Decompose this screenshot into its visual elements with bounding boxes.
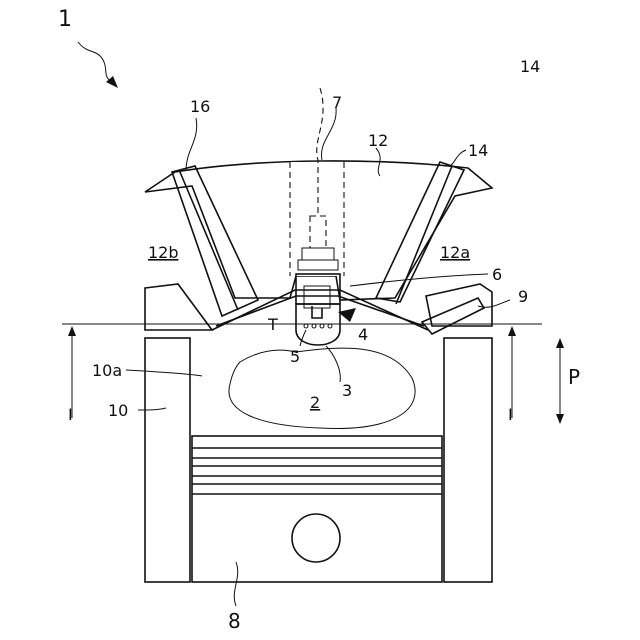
label-6: 6 xyxy=(492,265,502,284)
label-T: T xyxy=(267,315,278,334)
label-10a: 10a xyxy=(92,361,122,380)
charge-cloud-2 xyxy=(229,348,415,428)
label-I-right: I xyxy=(508,405,513,424)
cylinder-wall-right xyxy=(444,338,492,582)
label-12a: 12a xyxy=(440,243,470,262)
head-deck-left xyxy=(145,284,212,330)
label-10: 10 xyxy=(108,401,128,420)
exhaust-port-12a xyxy=(376,162,464,302)
label-figure-number: 1 xyxy=(58,7,72,32)
figure-reference-arrow xyxy=(78,42,114,84)
label-12: 12 xyxy=(368,131,388,150)
label-4: 4 xyxy=(358,325,368,344)
cylinder-wall-left xyxy=(145,338,190,582)
label-12b: 12b xyxy=(148,243,179,262)
label-7: 7 xyxy=(332,93,342,112)
label-14-top: 14 xyxy=(520,57,540,76)
label-16: 16 xyxy=(190,97,210,116)
label-8: 8 xyxy=(228,609,241,633)
label-P: P xyxy=(568,365,580,389)
label-3: 3 xyxy=(342,381,352,400)
label-14-side: 14 xyxy=(468,141,488,160)
label-5: 5 xyxy=(290,347,300,366)
injector-bore xyxy=(290,162,344,276)
piston-pin xyxy=(292,514,340,562)
label-9: 9 xyxy=(518,287,528,306)
label-I-left: I xyxy=(68,405,73,424)
spark-plug-9 xyxy=(422,298,484,334)
label-2: 2 xyxy=(310,393,320,412)
